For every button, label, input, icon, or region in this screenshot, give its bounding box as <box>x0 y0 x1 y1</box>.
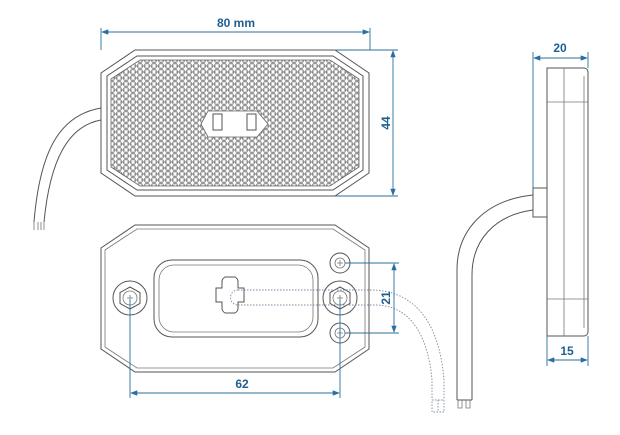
hidden-cable <box>230 289 445 400</box>
side-cable-wires <box>457 400 471 409</box>
lens-frame <box>106 55 364 191</box>
side-body <box>546 67 589 337</box>
dimension-width-label: 80 mm <box>217 16 255 30</box>
dimension-hole-spacing-label: 62 <box>235 377 249 391</box>
dimension-hole-spacing: 62 <box>129 300 341 398</box>
center-plate <box>200 110 269 138</box>
dimension-screw-spacing-label: 21 <box>379 291 393 305</box>
keyhole-slot <box>215 276 245 314</box>
side-cable-gland <box>532 187 548 218</box>
dimension-height: 44 <box>335 49 398 197</box>
dimension-screw-spacing: 21 <box>345 262 399 334</box>
dimension-depth-body: 15 <box>546 336 589 366</box>
front-view <box>33 49 370 230</box>
front-cable <box>33 107 102 223</box>
dimension-depth-total-label: 20 <box>553 41 567 55</box>
led-contact-left <box>212 113 223 131</box>
led-contact-right <box>246 113 257 131</box>
dimension-width: 80 mm <box>100 16 371 50</box>
dimension-height-label: 44 <box>379 116 393 130</box>
rear-view <box>100 224 445 413</box>
side-view <box>456 67 589 409</box>
front-cable-wires <box>33 222 45 230</box>
dimension-depth-body-label: 15 <box>560 344 574 358</box>
rear-housing <box>100 224 370 373</box>
dimension-depth-total: 20 <box>532 41 589 188</box>
mounting-recess <box>153 259 319 338</box>
side-cable <box>456 194 534 401</box>
